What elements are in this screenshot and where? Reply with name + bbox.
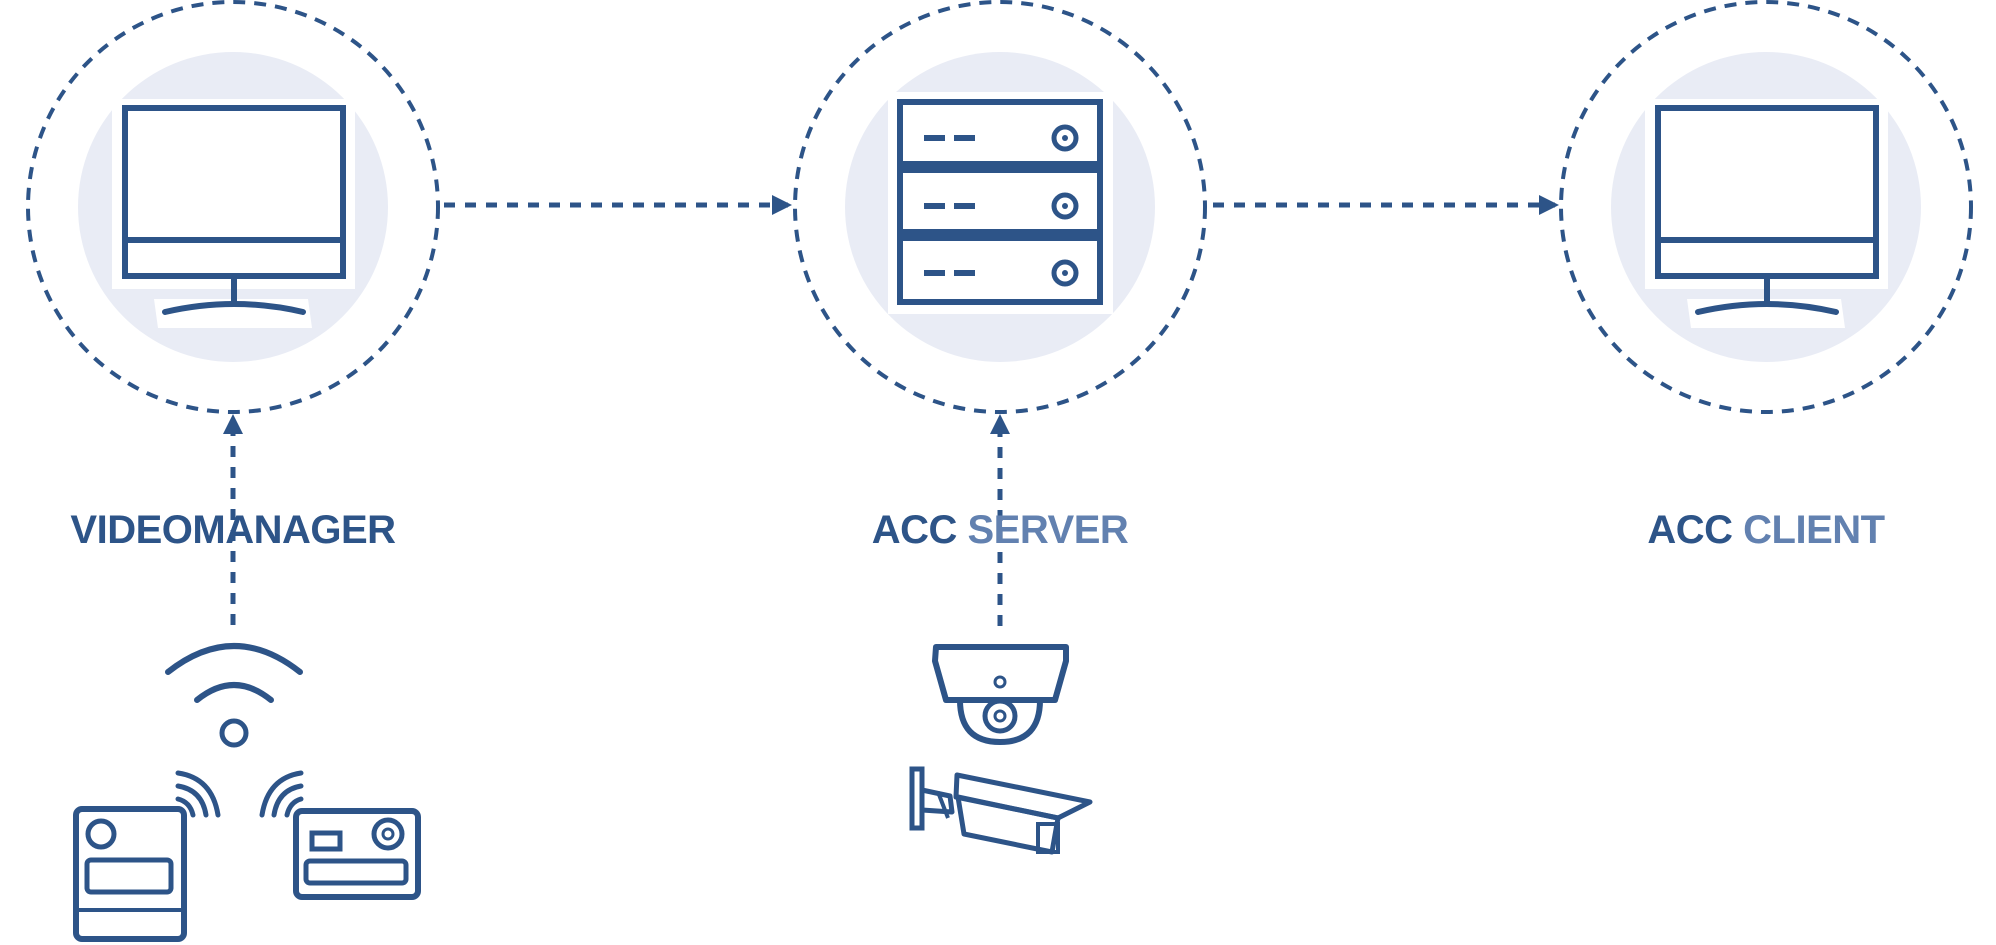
bullet-camera-icon [909, 766, 1093, 855]
acc-client-label-accent: CLIENT [1743, 508, 1885, 552]
acc-server-label-primary: ACC [871, 508, 958, 552]
acc-server-label: ACC SERVER [760, 503, 1240, 557]
videomanager-node [26, 0, 440, 414]
acc-client-label: ACC CLIENT [1526, 503, 1996, 557]
server-unit [897, 99, 1103, 167]
node-dashed-ring [793, 0, 1207, 414]
acc-client-node [1559, 0, 1973, 414]
body-worn-camera-icon [259, 770, 421, 900]
videomanager-source-devices [73, 643, 421, 942]
body-worn-camera-icon [73, 770, 221, 942]
videomanager-label: VIDEOMANAGER [0, 503, 473, 557]
monitor-icon [112, 99, 355, 328]
server-rack-icon [888, 92, 1113, 314]
acc-server-label-accent: SERVER [967, 508, 1129, 552]
monitor-icon [1645, 99, 1888, 328]
server-unit [897, 235, 1103, 305]
dome-camera-icon [932, 644, 1069, 746]
node-dashed-ring [26, 0, 440, 414]
videomanager-label-text: VIDEOMANAGER [70, 508, 396, 552]
acc-client-label-primary: ACC [1647, 508, 1733, 552]
wifi-icon [165, 643, 303, 748]
node-dashed-ring [1559, 0, 1973, 414]
server-unit [897, 167, 1103, 235]
acc-server-node [793, 0, 1207, 414]
acc-server-source-cameras [909, 644, 1093, 855]
